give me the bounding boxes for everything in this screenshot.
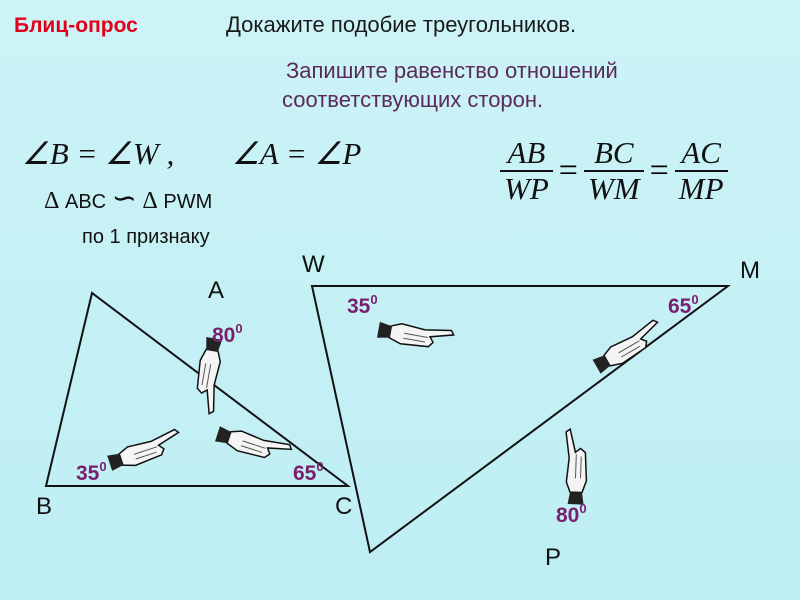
equals-sign: = bbox=[558, 152, 578, 189]
numerator: BC bbox=[593, 135, 634, 170]
vertex-label-p: P bbox=[545, 544, 561, 571]
numerator: AC bbox=[681, 135, 721, 170]
pointing-hand-icon bbox=[213, 421, 294, 468]
fraction-ab-wp: AB WP bbox=[500, 136, 553, 206]
side-ratio-equation: AB WP = BC WM = AC MP bbox=[500, 136, 728, 206]
task-text: Докажите подобие треугольников. bbox=[226, 12, 577, 37]
pointing-hand-icon bbox=[190, 335, 227, 416]
vertex-label-a: A bbox=[208, 277, 224, 304]
angle-label-abc-c: 650 bbox=[293, 459, 324, 485]
denominator: MP bbox=[674, 170, 728, 206]
angle-equality-ap: ∠A = ∠P bbox=[232, 136, 362, 171]
vertex-label-w: W bbox=[302, 251, 325, 278]
instruction-line-1: Запишите равенство отношений bbox=[286, 58, 618, 83]
instruction-text: Запишите равенство отношений соответству… bbox=[282, 56, 618, 114]
pointing-hand-icon bbox=[589, 318, 668, 377]
vertex-label-b: B bbox=[36, 493, 52, 520]
denominator: WM bbox=[583, 170, 644, 206]
angle-label-abc-b: 350 bbox=[76, 459, 107, 485]
angle-label-pwm-m: 650 bbox=[668, 292, 699, 318]
triangle-symbol-icon: Δ bbox=[44, 188, 60, 214]
fraction-bc-wm: BC WM bbox=[583, 135, 644, 206]
triangle-abc bbox=[44, 291, 351, 487]
pointing-hand-icon bbox=[105, 427, 185, 474]
triangle-pwm bbox=[310, 285, 732, 554]
numerator: AB bbox=[507, 135, 546, 170]
vertex-label-m: M bbox=[740, 257, 760, 284]
pointing-hand-icon bbox=[562, 428, 589, 506]
similarity-statement: Δ ABC ∽ Δ PWM bbox=[44, 184, 213, 215]
slide-title: Блиц-опрос bbox=[14, 14, 138, 37]
angle-label-pwm-p: 800 bbox=[556, 501, 587, 527]
triangle-abc-label: ABC bbox=[65, 191, 107, 213]
criterion-text: по 1 признаку bbox=[82, 226, 210, 248]
angle-label-abc-a: 800 bbox=[212, 321, 243, 347]
denominator: WP bbox=[500, 170, 553, 206]
similar-sign-icon: ∽ bbox=[111, 182, 137, 215]
instruction-line-2: соответствующих сторон. bbox=[282, 87, 544, 112]
vertex-label-c: C bbox=[335, 493, 352, 520]
triangle-symbol-icon: Δ bbox=[142, 188, 158, 214]
angle-label-pwm-w: 350 bbox=[347, 292, 378, 318]
equals-sign: = bbox=[649, 152, 669, 189]
fraction-ac-mp: AC MP bbox=[674, 135, 728, 206]
triangle-pwm-label: PWM bbox=[163, 191, 213, 213]
angle-equality-bw: ∠B = ∠W , bbox=[22, 136, 175, 171]
pointing-hand-icon bbox=[375, 317, 456, 354]
